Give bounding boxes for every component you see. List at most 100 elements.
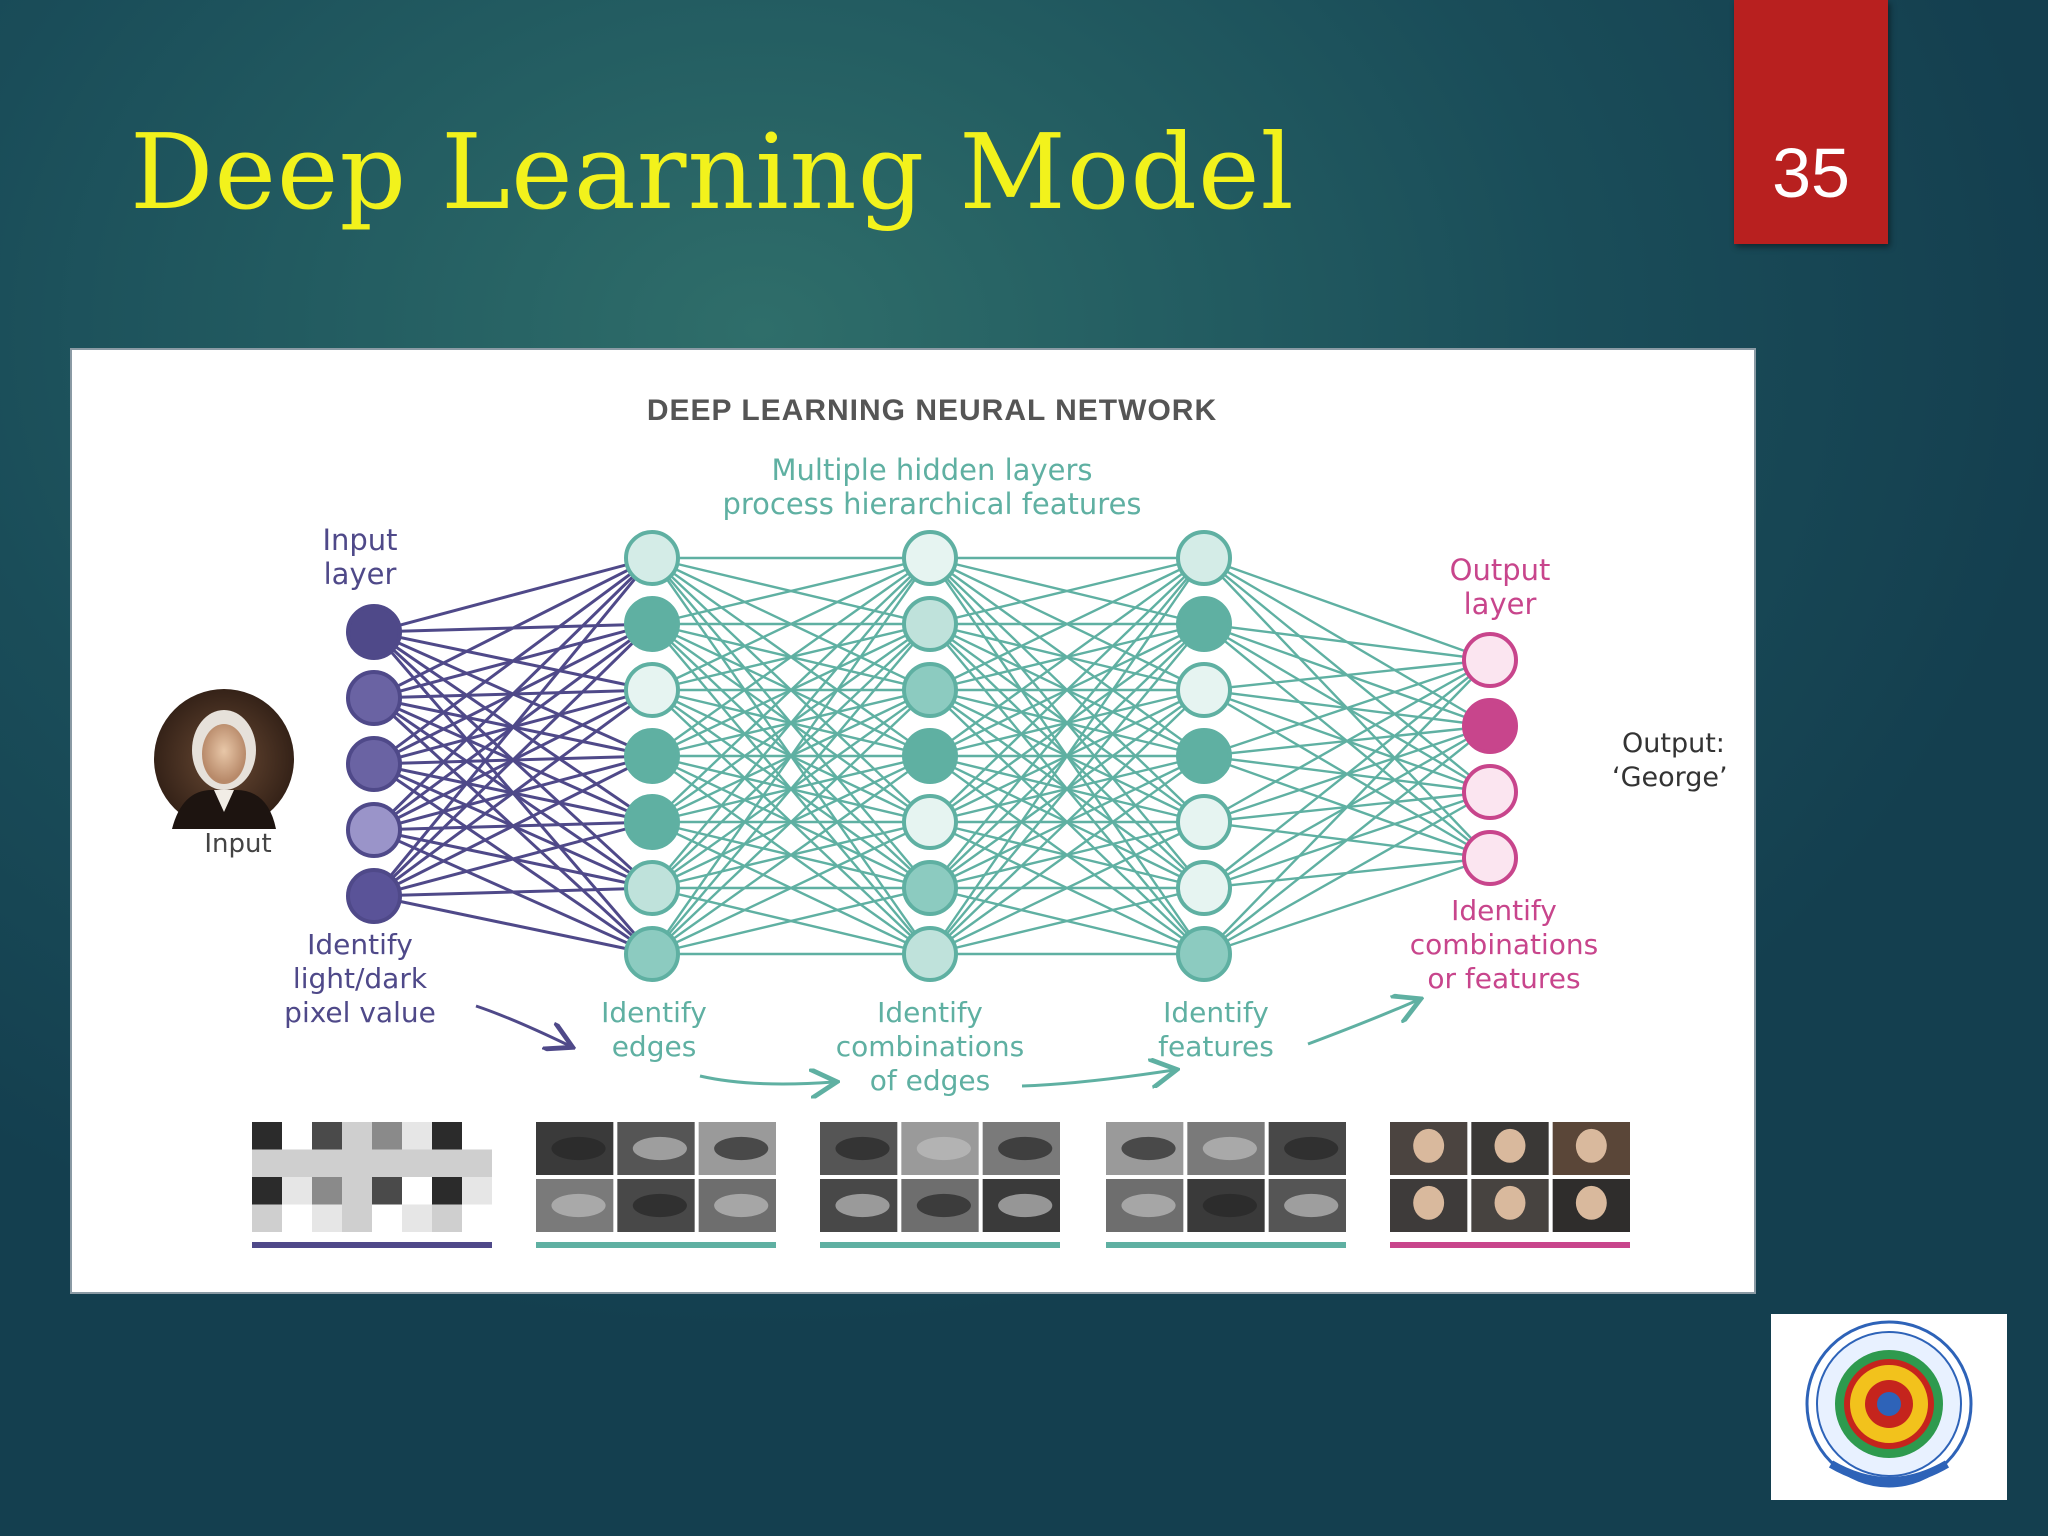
stage3-label-3: of edges <box>870 1064 990 1097</box>
pixel-cell <box>402 1177 432 1205</box>
stage2-label-2: edges <box>612 1030 697 1063</box>
pixel-cell <box>462 1177 492 1205</box>
connection-line <box>651 886 931 956</box>
face-shape <box>1413 1128 1445 1163</box>
pixel-cell <box>312 1122 342 1150</box>
pixel-cell <box>342 1177 372 1205</box>
stage2-label-1: Identify <box>601 996 707 1029</box>
input-node <box>346 604 402 660</box>
input-node <box>346 802 402 858</box>
connection-line <box>373 556 653 634</box>
pixel-cell <box>342 1204 372 1232</box>
hidden2-node <box>902 728 958 784</box>
hidden3-node <box>1176 530 1232 586</box>
connection-line <box>929 557 1205 757</box>
connection-line <box>1203 658 1491 758</box>
thumbnail-group <box>252 1122 492 1248</box>
diagram-heading: DEEP LEARNING NEURAL NETWORK <box>647 394 1217 427</box>
edge-shape <box>1284 1193 1339 1218</box>
face-shape <box>1413 1185 1445 1220</box>
edge-shape <box>998 1136 1053 1161</box>
hidden3-node <box>1176 596 1232 652</box>
stage4-label-2: features <box>1158 1030 1274 1063</box>
stage1-label-1: Identify <box>307 928 413 961</box>
slide-title: Deep Learning Model <box>130 111 1295 233</box>
hidden2-node <box>902 860 958 916</box>
hidden2-node <box>902 794 958 850</box>
connection-line <box>929 557 1205 889</box>
pixel-cell <box>432 1177 462 1205</box>
edge-shape <box>632 1193 687 1218</box>
connection-line <box>372 622 654 898</box>
output-layer-label-2: layer <box>1464 587 1537 621</box>
output-node <box>1462 764 1518 820</box>
connection-line <box>651 557 931 757</box>
output-label-2: ‘George’ <box>1612 762 1728 793</box>
connection-line <box>372 557 654 897</box>
hidden3-node <box>1176 662 1232 718</box>
hidden2-node <box>902 530 958 586</box>
connection-line <box>929 820 1205 956</box>
connection-line <box>373 886 653 898</box>
edge-shape <box>714 1136 769 1161</box>
pixel-cell <box>372 1122 402 1150</box>
thumbnail-group <box>820 1122 1060 1248</box>
hidden1-node <box>624 530 680 586</box>
connection-line <box>373 556 653 766</box>
pixel-cell <box>282 1177 312 1205</box>
edge-shape <box>1202 1136 1257 1161</box>
thumbnail-underline <box>252 1242 492 1248</box>
pixel-cell <box>342 1122 372 1150</box>
output-node <box>1462 698 1518 754</box>
connection-line <box>651 623 931 955</box>
arrow-stage4-to-stage5 <box>1307 1000 1418 1046</box>
output-label-1: Output: <box>1622 728 1725 759</box>
input-node <box>346 868 402 924</box>
hidden1-node <box>624 596 680 652</box>
hidden-layers-caption-2: process hierarchical features <box>722 487 1141 521</box>
connection-line <box>651 557 931 955</box>
hidden3-node <box>1176 794 1232 850</box>
hidden1-node <box>624 926 680 982</box>
pixel-cell <box>402 1204 432 1232</box>
edge-shape <box>1121 1193 1176 1218</box>
pixel-cell <box>372 1149 402 1177</box>
output-node <box>1462 830 1518 886</box>
input-portrait <box>154 689 294 829</box>
stage1-label-3: pixel value <box>284 996 436 1029</box>
face-shape <box>1494 1185 1526 1220</box>
connection-line <box>372 556 654 832</box>
connection-line <box>651 689 931 955</box>
connection-line <box>1203 556 1491 662</box>
hidden3-node <box>1176 860 1232 916</box>
input-node <box>346 670 402 726</box>
connection-line <box>651 556 931 626</box>
connection-line <box>651 556 931 692</box>
connection-line <box>651 820 931 956</box>
edge-shape <box>916 1193 971 1218</box>
input-layer-label-2: layer <box>324 557 397 591</box>
connection-line <box>929 689 1205 955</box>
thumbnail-underline <box>1106 1242 1346 1248</box>
hidden1-node <box>624 662 680 718</box>
thumbnail-underline <box>1390 1242 1630 1248</box>
pixel-cell <box>252 1149 282 1177</box>
face-shape <box>1575 1128 1607 1163</box>
hidden1-node <box>624 860 680 916</box>
edge-shape <box>1284 1136 1339 1161</box>
edge-shape <box>551 1193 606 1218</box>
hidden2-node <box>902 662 958 718</box>
pixel-cell <box>312 1204 342 1232</box>
input-layer-label-1: Input <box>322 523 397 557</box>
connection-line <box>1203 658 1491 692</box>
stage5-label-1: Identify <box>1451 894 1557 927</box>
edge-shape <box>551 1136 606 1161</box>
edge-shape <box>916 1136 971 1161</box>
connection-line <box>1203 659 1491 955</box>
network-nodes <box>346 530 1518 982</box>
pixel-cell <box>462 1122 492 1150</box>
pixel-cell <box>342 1149 372 1177</box>
pixel-cell <box>252 1122 282 1150</box>
hidden3-node <box>1176 728 1232 784</box>
thumbnail-underline <box>820 1242 1060 1248</box>
